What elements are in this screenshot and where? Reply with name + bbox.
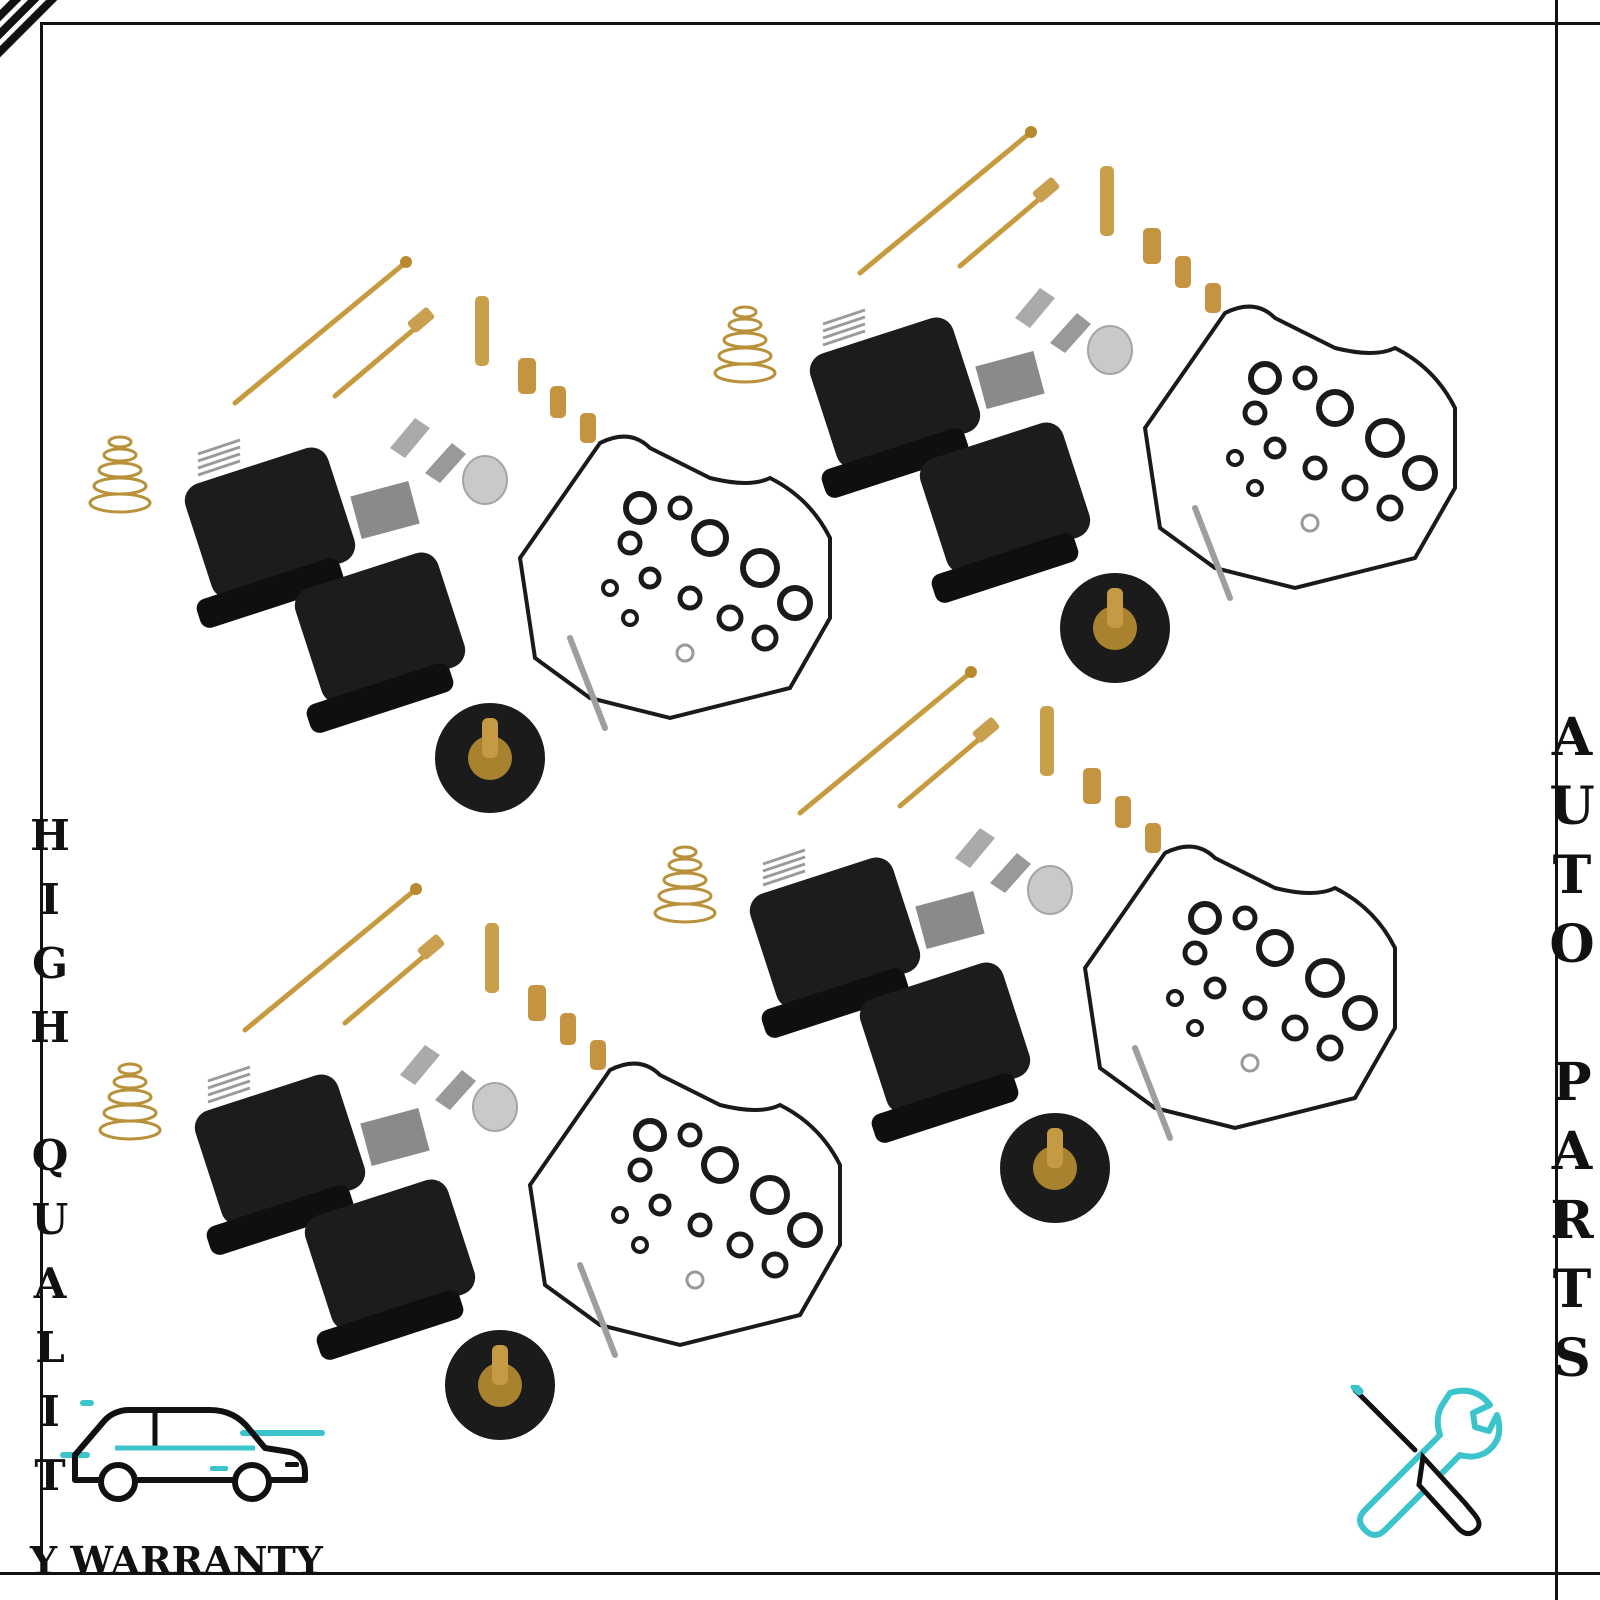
vertical-letter: R bbox=[1550, 1190, 1594, 1251]
high-quality-vertical-text: H I G H Q U A L I T bbox=[28, 815, 72, 1519]
vertical-letter: U bbox=[1549, 776, 1595, 837]
vertical-letter: A bbox=[33, 1259, 67, 1308]
vertical-letter: U bbox=[31, 1195, 69, 1244]
frame-bottom bbox=[0, 1572, 1600, 1575]
frame-left bbox=[40, 22, 43, 1562]
wrench-screwdriver-icon bbox=[1350, 1385, 1503, 1538]
vertical-letter: Q bbox=[31, 1131, 69, 1180]
vertical-letter: T bbox=[1552, 1259, 1592, 1320]
vertical-letter: G bbox=[32, 939, 68, 988]
vertical-letter: A bbox=[1551, 707, 1593, 768]
vertical-letter: I bbox=[40, 875, 60, 924]
vertical-letter: P bbox=[1552, 1052, 1592, 1113]
vertical-letter: S bbox=[1553, 1328, 1591, 1389]
vertical-letter: A bbox=[1551, 1121, 1593, 1182]
frame-top bbox=[40, 22, 1600, 25]
vertical-letter: T bbox=[34, 1451, 66, 1500]
auto-parts-vertical-text: A U T O P A R T S bbox=[1548, 712, 1596, 1402]
vertical-letter: H bbox=[30, 1003, 70, 1052]
vertical-letter: O bbox=[1549, 914, 1595, 975]
vertical-letter: T bbox=[1552, 845, 1592, 906]
vertical-letter: I bbox=[40, 1387, 60, 1436]
car-icon bbox=[60, 1400, 325, 1502]
frame-right bbox=[1555, 0, 1558, 1600]
vertical-letter: L bbox=[35, 1323, 65, 1372]
vertical-letter: H bbox=[30, 811, 70, 860]
warranty-label: Y WARRANTY bbox=[30, 1538, 323, 1583]
